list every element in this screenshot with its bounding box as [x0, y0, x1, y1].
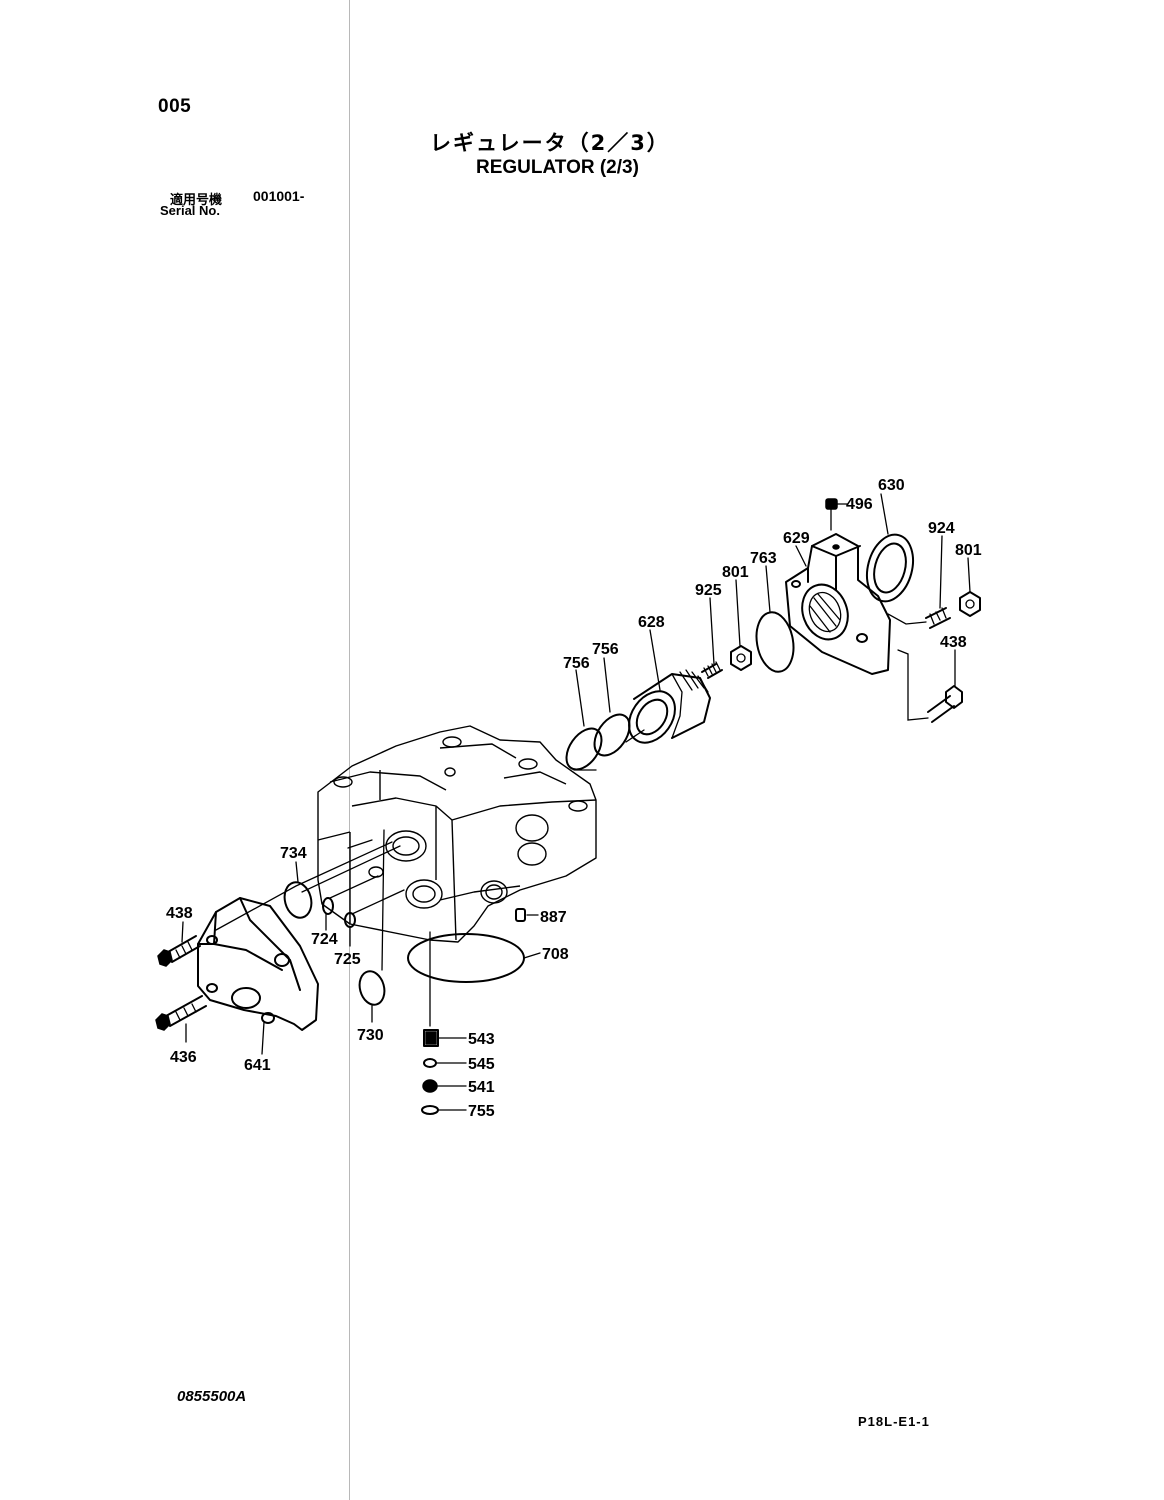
- page-code: 005: [158, 96, 192, 117]
- callout-756-b: 756: [592, 641, 619, 658]
- nut-496: [825, 498, 838, 531]
- callout-436: 436: [170, 1049, 197, 1066]
- callout-724: 724: [311, 931, 338, 948]
- o-ring-756-a: [565, 727, 603, 771]
- callout-543: 543: [468, 1031, 495, 1048]
- callout-756-a: 756: [563, 655, 590, 672]
- callout-734: 734: [280, 845, 307, 862]
- plug-887: [515, 908, 526, 922]
- title-japanese: レギュレータ（2／3）: [430, 131, 670, 155]
- o-ring-545: [423, 1058, 437, 1068]
- sheet-code: P18L-E1-1: [858, 1414, 930, 1429]
- assembly-lines-right: [573, 729, 645, 771]
- serial-label-japanese: 適用号機: [170, 193, 223, 208]
- callout-924: 924: [928, 520, 955, 537]
- nut-801-right: [959, 591, 981, 617]
- title-english: REGULATOR (2/3): [476, 157, 639, 178]
- callout-628: 628: [638, 614, 665, 631]
- o-ring-708: [407, 933, 525, 983]
- o-ring-755: [421, 1105, 439, 1115]
- pin-924: [887, 607, 951, 629]
- bolt-438-left: [157, 935, 201, 967]
- plug-541: [422, 1079, 438, 1093]
- o-ring-724: [322, 897, 334, 915]
- callout-725: 725: [334, 951, 361, 968]
- bolt-438-right: [897, 649, 963, 723]
- page-fold-line: [349, 0, 350, 1500]
- callout-763: 763: [750, 550, 777, 567]
- seal-630: [865, 533, 915, 603]
- nut-801-left: [730, 645, 752, 671]
- serial-label-english: Serial No.: [160, 203, 220, 218]
- callout-438-left: 438: [166, 905, 193, 922]
- callout-629: 629: [783, 530, 810, 547]
- plug-543: [423, 1029, 439, 1047]
- callout-708: 708: [542, 946, 569, 963]
- callout-541: 541: [468, 1079, 495, 1096]
- callout-438-right: 438: [940, 634, 967, 651]
- serial-range: 001001-: [253, 188, 305, 204]
- leader-lines: [181, 493, 971, 1111]
- cover-629: [785, 533, 891, 675]
- spring-925: [701, 661, 723, 679]
- o-ring-730: [358, 970, 386, 1006]
- o-ring-756-b: [593, 713, 631, 757]
- assembly-lines-left: [215, 829, 431, 1027]
- callout-545: 545: [468, 1056, 495, 1073]
- callout-801-left: 801: [722, 564, 749, 581]
- cover-641: [197, 897, 319, 1031]
- callout-887: 887: [540, 909, 567, 926]
- callout-925: 925: [695, 582, 722, 599]
- callout-630: 630: [878, 477, 905, 494]
- drawing-number: 0855500A: [177, 1388, 247, 1405]
- callout-730: 730: [357, 1027, 384, 1044]
- regulator-body: [317, 725, 597, 943]
- bolt-436: [155, 995, 207, 1031]
- o-ring-734: [283, 881, 313, 919]
- callout-496: 496: [846, 496, 873, 513]
- callout-801-right: 801: [955, 542, 982, 559]
- sleeve-628: [628, 669, 711, 744]
- callout-641: 641: [244, 1057, 271, 1074]
- o-ring-763: [755, 611, 795, 673]
- o-ring-725: [344, 912, 356, 928]
- callout-755: 755: [468, 1103, 495, 1120]
